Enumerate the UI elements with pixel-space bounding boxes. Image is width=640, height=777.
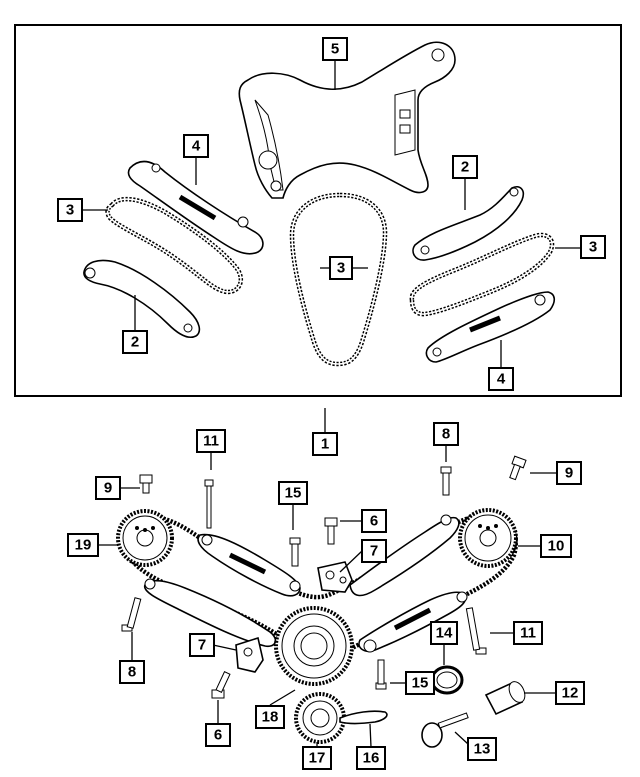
tensioner-arm-lower-left <box>144 578 277 648</box>
callout-3-center: 3 <box>329 256 353 280</box>
callout-5: 5 <box>322 37 348 61</box>
crankshaft-sprocket-part-17 <box>294 692 346 744</box>
chain-guide-lower-left <box>197 533 301 597</box>
callout-9-right: 9 <box>556 461 582 485</box>
bolt-part-15-top <box>289 537 301 567</box>
svg-text:4: 4 <box>192 138 201 155</box>
callout-3-upper-right: 3 <box>580 235 606 259</box>
bolt-part-9-left <box>139 474 153 494</box>
callout-15-bottom: 15 <box>405 671 435 695</box>
bolt-part-15-bottom <box>375 659 387 690</box>
timing-chain-part-3-left <box>105 196 244 295</box>
callout-11-left: 11 <box>196 429 226 453</box>
callout-6-bottom: 6 <box>205 723 231 747</box>
svg-text:3: 3 <box>337 260 345 277</box>
chain-guide-lower-right <box>349 514 460 597</box>
timing-pointer-part-16 <box>339 710 388 725</box>
timing-chain-part-3-right <box>409 232 555 317</box>
callout-14: 14 <box>430 621 458 645</box>
callout-16: 16 <box>356 746 386 770</box>
callout-8-left: 8 <box>119 660 145 684</box>
bolt-part-13 <box>421 712 469 748</box>
callout-19: 19 <box>67 533 99 557</box>
svg-text:2: 2 <box>461 159 469 176</box>
callout-11-right: 11 <box>513 621 543 645</box>
svg-text:6: 6 <box>370 513 378 530</box>
callout-18: 18 <box>255 705 285 729</box>
bolt-part-9-right <box>509 455 527 481</box>
bolt-part-11-right <box>465 607 487 655</box>
svg-text:9: 9 <box>565 465 573 482</box>
svg-text:13: 13 <box>474 741 491 758</box>
svg-text:3: 3 <box>66 202 74 219</box>
callout-6-top: 6 <box>361 509 387 533</box>
bolt-part-11-left <box>204 479 214 529</box>
bolt-part-6-bottom <box>211 671 231 699</box>
callout-10: 10 <box>540 534 572 558</box>
tensioner-arm-part-2-right <box>412 185 525 261</box>
callout-4-upper-right: 4 <box>488 367 514 391</box>
svg-text:16: 16 <box>363 750 380 767</box>
svg-text:11: 11 <box>520 625 536 642</box>
svg-text:3: 3 <box>589 239 597 256</box>
callout-13: 13 <box>467 737 497 761</box>
upper-kit-frame <box>14 24 622 397</box>
svg-text:5: 5 <box>331 41 339 58</box>
svg-text:19: 19 <box>75 537 92 554</box>
callout-4-upper-left: 4 <box>183 134 209 158</box>
svg-text:15: 15 <box>412 675 429 692</box>
svg-text:15: 15 <box>285 485 302 502</box>
chain-guide-part-4-left <box>127 160 264 255</box>
bolt-part-6-top <box>324 517 338 545</box>
svg-text:12: 12 <box>562 685 579 702</box>
timing-chain-part-3-center <box>289 192 388 367</box>
svg-text:17: 17 <box>309 750 326 767</box>
bolt-part-8-top <box>440 466 452 496</box>
cover-plate-part-5 <box>238 41 456 199</box>
svg-text:6: 6 <box>214 727 222 744</box>
svg-text:1: 1 <box>321 436 329 453</box>
callout-7-top: 7 <box>361 539 387 563</box>
callout-9-left: 9 <box>95 476 121 500</box>
camshaft-sprocket-right-part-10 <box>458 508 518 568</box>
camshaft-sprocket-left-part-19 <box>116 509 174 567</box>
tensioner-arm-part-2-left <box>83 259 201 339</box>
callout-2-upper-left: 2 <box>122 330 148 354</box>
svg-text:18: 18 <box>262 709 279 726</box>
callout-17: 17 <box>302 746 332 770</box>
svg-text:10: 10 <box>548 538 565 555</box>
svg-text:2: 2 <box>131 334 139 351</box>
callout-1: 1 <box>312 432 338 456</box>
seal-ring-part-14 <box>430 665 464 695</box>
hydraulic-tensioner-upper-part-7 <box>317 561 353 593</box>
svg-text:8: 8 <box>128 664 136 681</box>
sleeve-part-12 <box>484 681 526 716</box>
callout-2-upper-right: 2 <box>452 155 478 179</box>
crankshaft-sprocket-part-18 <box>274 606 354 686</box>
svg-text:7: 7 <box>370 543 378 560</box>
svg-text:11: 11 <box>203 433 219 450</box>
svg-text:4: 4 <box>497 371 506 388</box>
svg-text:8: 8 <box>442 426 450 443</box>
callout-3-upper-left: 3 <box>57 198 83 222</box>
hydraulic-tensioner-lower-part-7 <box>235 636 264 673</box>
svg-text:7: 7 <box>198 637 206 654</box>
tensioner-arm-lower-right <box>358 591 468 653</box>
callout-7-left: 7 <box>189 633 215 657</box>
leader-lines <box>82 60 580 748</box>
callout-15-top: 15 <box>278 481 308 505</box>
callout-12: 12 <box>555 681 585 705</box>
svg-text:9: 9 <box>104 480 112 497</box>
bolt-part-8-left <box>121 597 142 632</box>
chain-guide-part-4-right <box>425 291 556 363</box>
callout-8-top: 8 <box>433 422 459 446</box>
svg-text:14: 14 <box>436 625 453 642</box>
